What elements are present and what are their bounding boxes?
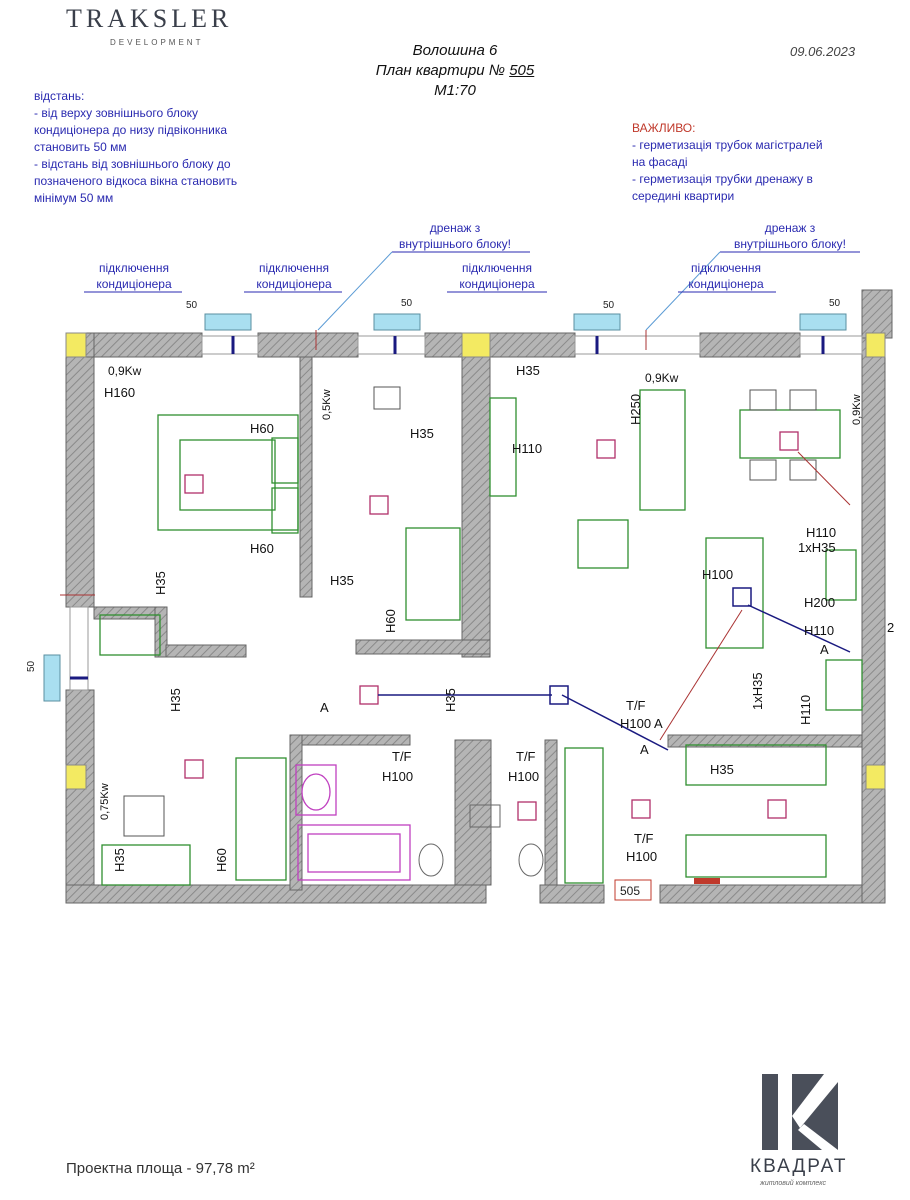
svg-text:H35: H35 — [330, 573, 354, 588]
svg-text:T/F: T/F — [626, 698, 646, 713]
kvadrat-logo-icon — [762, 1074, 838, 1150]
drain-callout-1: дренаж з внутрішнього блоку! — [317, 221, 530, 331]
svg-text:H110: H110 — [806, 525, 836, 540]
svg-text:1xH35: 1xH35 — [750, 672, 765, 710]
svg-text:H100: H100 — [508, 769, 539, 784]
svg-text:0,9Kw: 0,9Kw — [851, 394, 863, 425]
svg-text:50: 50 — [603, 300, 615, 311]
svg-text:підключення: підключення — [99, 261, 169, 275]
project-area: Проектна площа - 97,78 m² — [66, 1160, 255, 1177]
connection-callout-2: підключення кондиціонера — [244, 261, 342, 293]
date-label: 09.06.2023 — [790, 44, 856, 59]
brand-subtitle: DEVELOPMENT — [110, 38, 204, 47]
svg-text:H60: H60 — [250, 541, 274, 556]
svg-text:дренаж з: дренаж з — [765, 221, 816, 235]
bathroom-fixtures — [295, 764, 411, 881]
complex-subtitle: житловий комплекс — [760, 1180, 827, 1187]
svg-text:кондиціонера: кондиціонера — [256, 277, 332, 291]
red-marker — [694, 878, 720, 884]
svg-text:H160: H160 — [104, 385, 135, 400]
svg-text:50: 50 — [26, 660, 37, 672]
svg-text:H110: H110 — [512, 441, 542, 456]
svg-text:H110: H110 — [804, 623, 834, 638]
svg-text:внутрішнього блоку!: внутрішнього блоку! — [734, 237, 846, 251]
svg-text:H100 A: H100 A — [620, 716, 663, 731]
svg-text:50: 50 — [186, 300, 198, 311]
windows — [69, 335, 863, 691]
svg-text:H250: H250 — [628, 394, 643, 425]
ac-indoor-markers — [184, 431, 799, 821]
svg-text:A: A — [820, 642, 829, 657]
svg-text:50: 50 — [401, 298, 413, 309]
svg-text:0,9Kw: 0,9Kw — [108, 364, 142, 378]
distance-notes: відстань: - від верху зовнішнього блоку … — [34, 89, 238, 205]
street-title: Волошина 6 — [412, 42, 498, 59]
svg-text:дренаж з: дренаж з — [430, 221, 481, 235]
svg-text:2: 2 — [887, 620, 894, 635]
svg-text:0,5Kw: 0,5Kw — [321, 389, 333, 420]
complex-name: КВАДРАТ — [750, 1156, 848, 1177]
svg-text:H200: H200 — [804, 595, 835, 610]
svg-text:H35: H35 — [153, 571, 168, 595]
connection-callout-3: підключення кондиціонера — [447, 261, 547, 293]
pipe-marks — [70, 336, 825, 680]
svg-text:H110: H110 — [798, 695, 813, 725]
svg-text:підключення: підключення — [691, 261, 761, 275]
svg-text:0,9Kw: 0,9Kw — [645, 371, 679, 385]
svg-text:H35: H35 — [710, 762, 734, 777]
drain-callout-2: дренаж з внутрішнього блоку! — [645, 221, 860, 331]
svg-text:H100: H100 — [702, 567, 733, 582]
svg-text:H100: H100 — [626, 849, 657, 864]
columns — [65, 332, 886, 790]
svg-text:1xH35: 1xH35 — [798, 540, 836, 555]
unit-number: 505 — [620, 884, 640, 898]
walls — [65, 289, 893, 904]
svg-text:T/F: T/F — [634, 831, 654, 846]
scale-label: М1:70 — [434, 82, 476, 99]
svg-text:A: A — [640, 742, 649, 757]
svg-text:H35: H35 — [443, 688, 458, 712]
unit-tag — [614, 879, 652, 901]
connection-callout-1: підключення кондиціонера — [84, 261, 182, 293]
plan-title: План квартири № 505 — [375, 62, 535, 79]
svg-text:T/F: T/F — [516, 749, 536, 764]
svg-text:H35: H35 — [112, 848, 127, 872]
svg-text:T/F: T/F — [392, 749, 412, 764]
plan-labels: 0,9Kw H160 H60 H60 H35 H35 0,5Kw H35 H35… — [99, 363, 894, 872]
svg-text:кондиціонера: кондиціонера — [96, 277, 172, 291]
svg-text:H100: H100 — [382, 769, 413, 784]
svg-text:H60: H60 — [383, 609, 398, 633]
svg-text:H60: H60 — [250, 421, 274, 436]
svg-text:H35: H35 — [410, 426, 434, 441]
svg-text:50: 50 — [829, 298, 841, 309]
drain-lines — [60, 330, 851, 741]
outdoor-ac-units — [43, 313, 847, 702]
svg-text:H35: H35 — [516, 363, 540, 378]
svg-text:0,75Kw: 0,75Kw — [99, 783, 111, 820]
svg-text:H60: H60 — [214, 848, 229, 872]
kitchen-chairs — [123, 386, 817, 837]
furniture — [99, 389, 863, 886]
svg-text:кондиціонера: кондиціонера — [688, 277, 764, 291]
svg-text:підключення: підключення — [259, 261, 329, 275]
electrical-lines — [378, 587, 851, 751]
svg-text:H35: H35 — [168, 688, 183, 712]
svg-text:внутрішнього блоку!: внутрішнього блоку! — [399, 237, 511, 251]
floor-plan: підключення кондиціонера підключення кон… — [26, 221, 894, 904]
svg-text:підключення: підключення — [462, 261, 532, 275]
svg-text:A: A — [320, 700, 329, 715]
ac-offset-labels: 50 50 50 50 50 — [26, 298, 841, 672]
toilets — [418, 804, 544, 877]
important-notes: ВАЖЛИВО: - герметизація трубок магістрал… — [632, 121, 823, 203]
svg-text:кондиціонера: кондиціонера — [459, 277, 535, 291]
brand-logo: TRAKSLER — [66, 4, 233, 33]
connection-callout-4: підключення кондиціонера — [678, 261, 776, 293]
